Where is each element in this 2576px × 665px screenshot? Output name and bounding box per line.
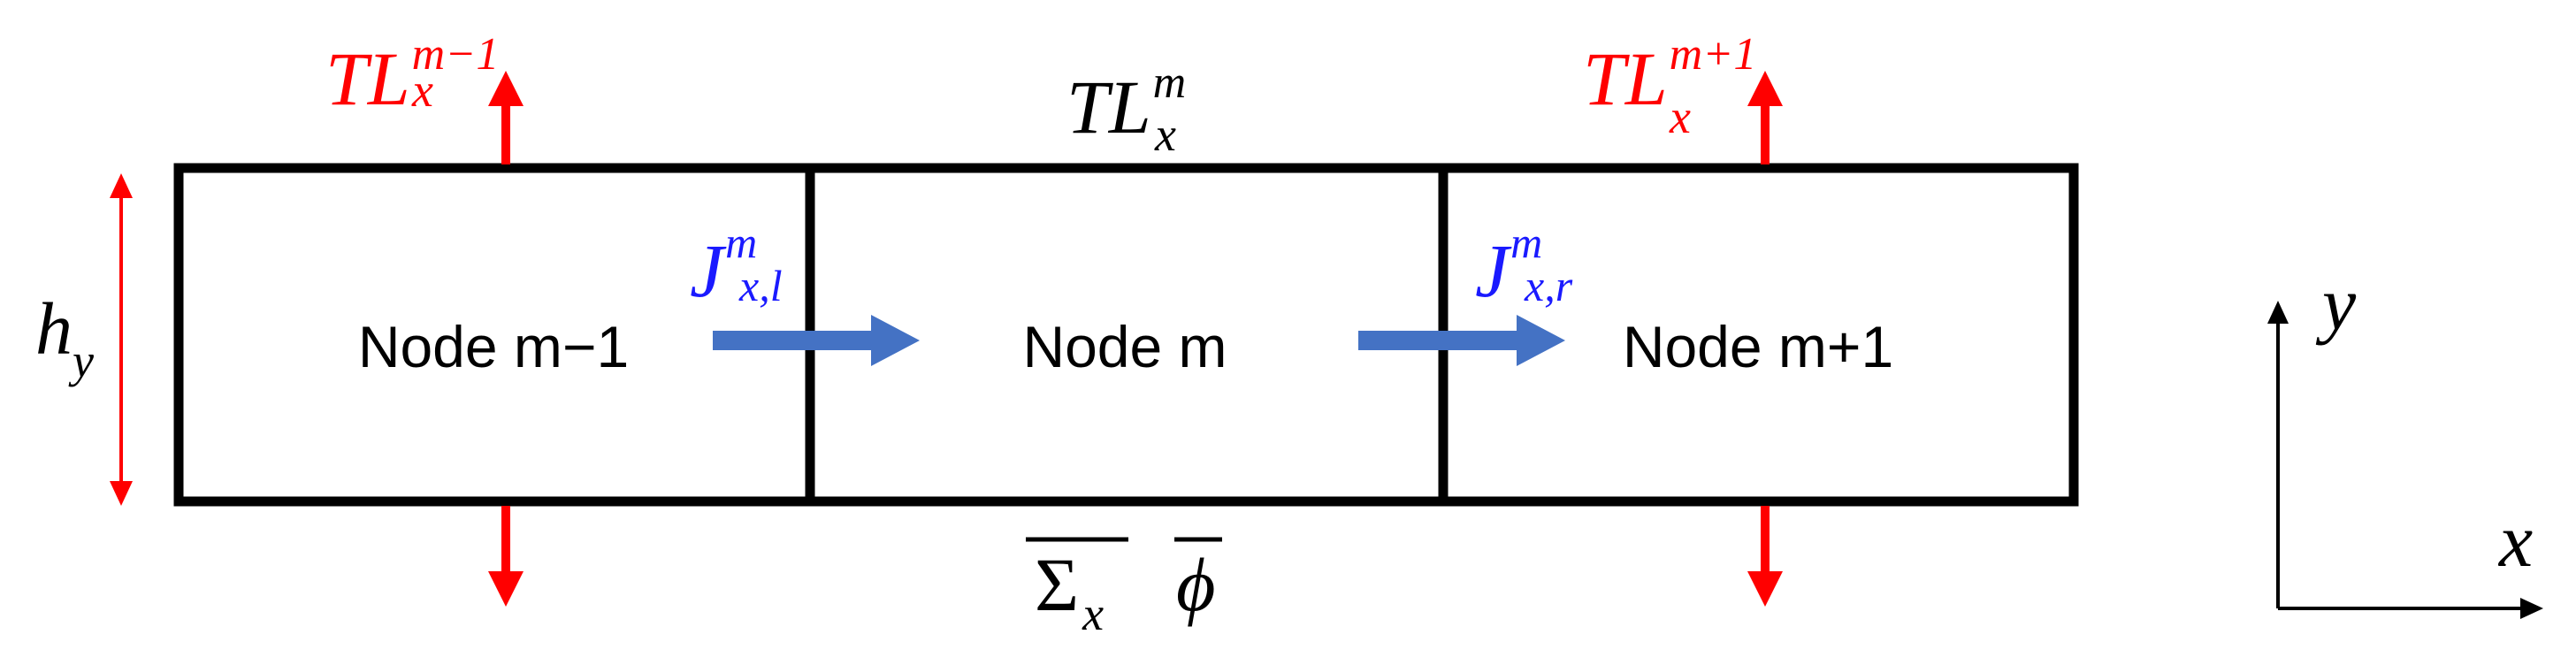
y-axis-arrowhead	[2267, 301, 2289, 324]
height-base: h	[35, 288, 73, 371]
leakage-arrowhead-up-right	[1747, 71, 1783, 106]
cross-section-sub: x	[1082, 587, 1104, 640]
leakage-left-sup: m−1	[412, 29, 500, 80]
leakage-arrows	[488, 71, 1783, 607]
leakage-center-sup: m	[1153, 57, 1187, 108]
x-axis-arrowhead	[2520, 598, 2543, 619]
leakage-label-left: TLm−1	[325, 29, 499, 121]
leakage-right-sub: x	[1669, 90, 1691, 143]
current-right-sup: m	[1510, 218, 1542, 267]
height-sub: y	[68, 334, 94, 387]
node-label-left: Node m−1	[358, 314, 629, 379]
leakage-right-sup: m+1	[1670, 29, 1757, 80]
current-label-left: Jm	[690, 218, 757, 313]
height-label: hy	[35, 288, 94, 387]
node-label-center: Node m	[1022, 314, 1227, 379]
current-arrows	[713, 315, 1565, 366]
height-arrow	[110, 173, 133, 506]
coordinate-axes	[2267, 301, 2543, 619]
cross-section-base: Σ	[1035, 542, 1079, 627]
leakage-arrowhead-down-right	[1747, 571, 1783, 607]
current-left-sub: x,l	[738, 261, 783, 310]
leakage-arrowhead-down-left	[488, 571, 524, 607]
flux-label: ϕ	[1176, 542, 1216, 627]
current-label-right: Jm	[1475, 218, 1542, 313]
leakage-center-sub: x	[1154, 108, 1176, 161]
current-right-sub: x,r	[1524, 261, 1573, 310]
leakage-label-right: TLm+1	[1583, 29, 1756, 121]
leakage-arrowhead-up-left	[488, 71, 524, 106]
current-arrow-right	[1358, 315, 1565, 366]
node-label-right: Node m+1	[1623, 314, 1893, 379]
current-left-base: J	[690, 228, 727, 313]
current-left-sup: m	[725, 218, 757, 267]
leakage-left-base: TL	[325, 36, 410, 121]
current-right-base: J	[1475, 228, 1512, 313]
leakage-right-base: TL	[1583, 36, 1668, 121]
leakage-left-sub: x	[411, 64, 433, 117]
cross-section-label: Σx	[1035, 542, 1104, 640]
y-axis-label: y	[2315, 261, 2357, 346]
x-axis-label: x	[2497, 498, 2533, 583]
leakage-center-base: TL	[1066, 65, 1151, 149]
leakage-label-center: TLm	[1066, 57, 1186, 149]
current-arrow-left	[713, 315, 920, 366]
